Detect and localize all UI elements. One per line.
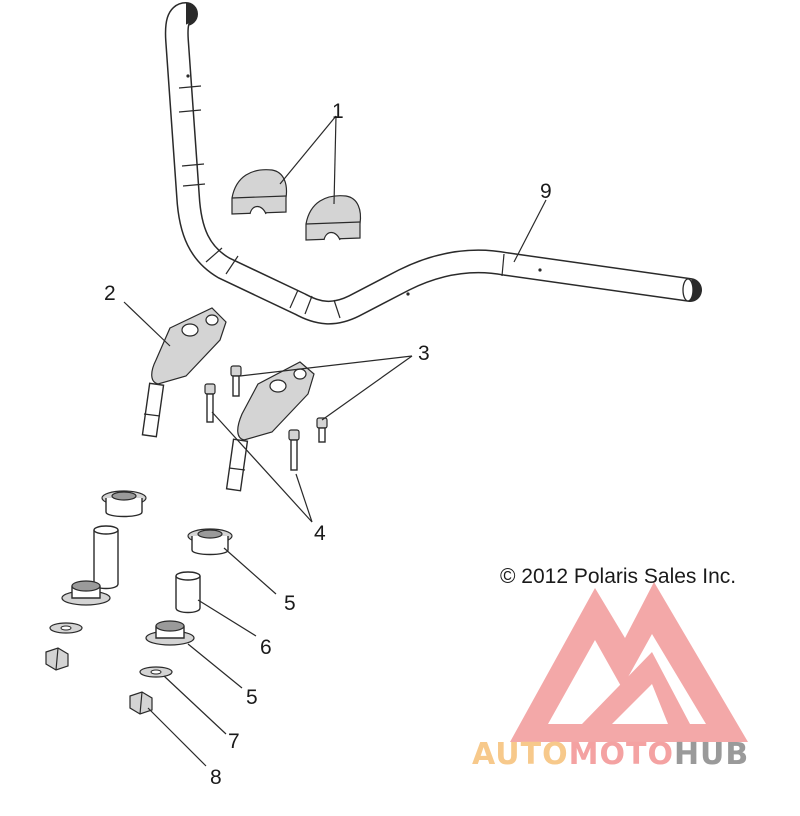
watermark-hub: HUB [674,737,749,772]
riser-left [141,307,227,438]
callout-8: 8 [210,766,222,789]
handlebar-clamp-right [305,195,362,241]
spacer-right [175,571,201,614]
handlebar-clamp-left [231,169,288,215]
copyright-text: © 2012 Polaris Sales Inc. [500,565,736,588]
callout-4: 4 [314,522,326,545]
callout-2: 2 [104,282,116,305]
watermark-brand: AUTOMOTOHUB [472,737,749,772]
watermark-moto: MOTO [569,737,674,772]
bushing-lower-left [61,580,111,606]
bolt-long-left [204,383,216,423]
callout-1: 1 [332,100,344,123]
spacer-left [93,525,119,590]
watermark-logo-icon [510,582,748,742]
riser-right [225,361,315,492]
bushing-upper-right [187,528,233,556]
leader-lines [123,115,547,767]
callout-3: 3 [418,342,430,365]
callout-5-upper: 5 [284,592,296,615]
callout-9: 9 [540,180,552,203]
washer-left [49,622,83,634]
bolt-long-right [288,429,300,471]
callout-7: 7 [228,730,240,753]
bushing-lower-right [145,620,195,646]
nut-left [45,647,69,671]
callout-5-lower: 5 [246,686,258,709]
handlebar [164,2,702,325]
bolt-right [316,417,328,443]
washer-right [139,666,173,678]
watermark-auto: AUTO [472,737,569,772]
bolt-upper [230,365,242,397]
bushing-upper-left [101,490,147,518]
nut-right [129,691,153,715]
callout-6: 6 [260,636,272,659]
